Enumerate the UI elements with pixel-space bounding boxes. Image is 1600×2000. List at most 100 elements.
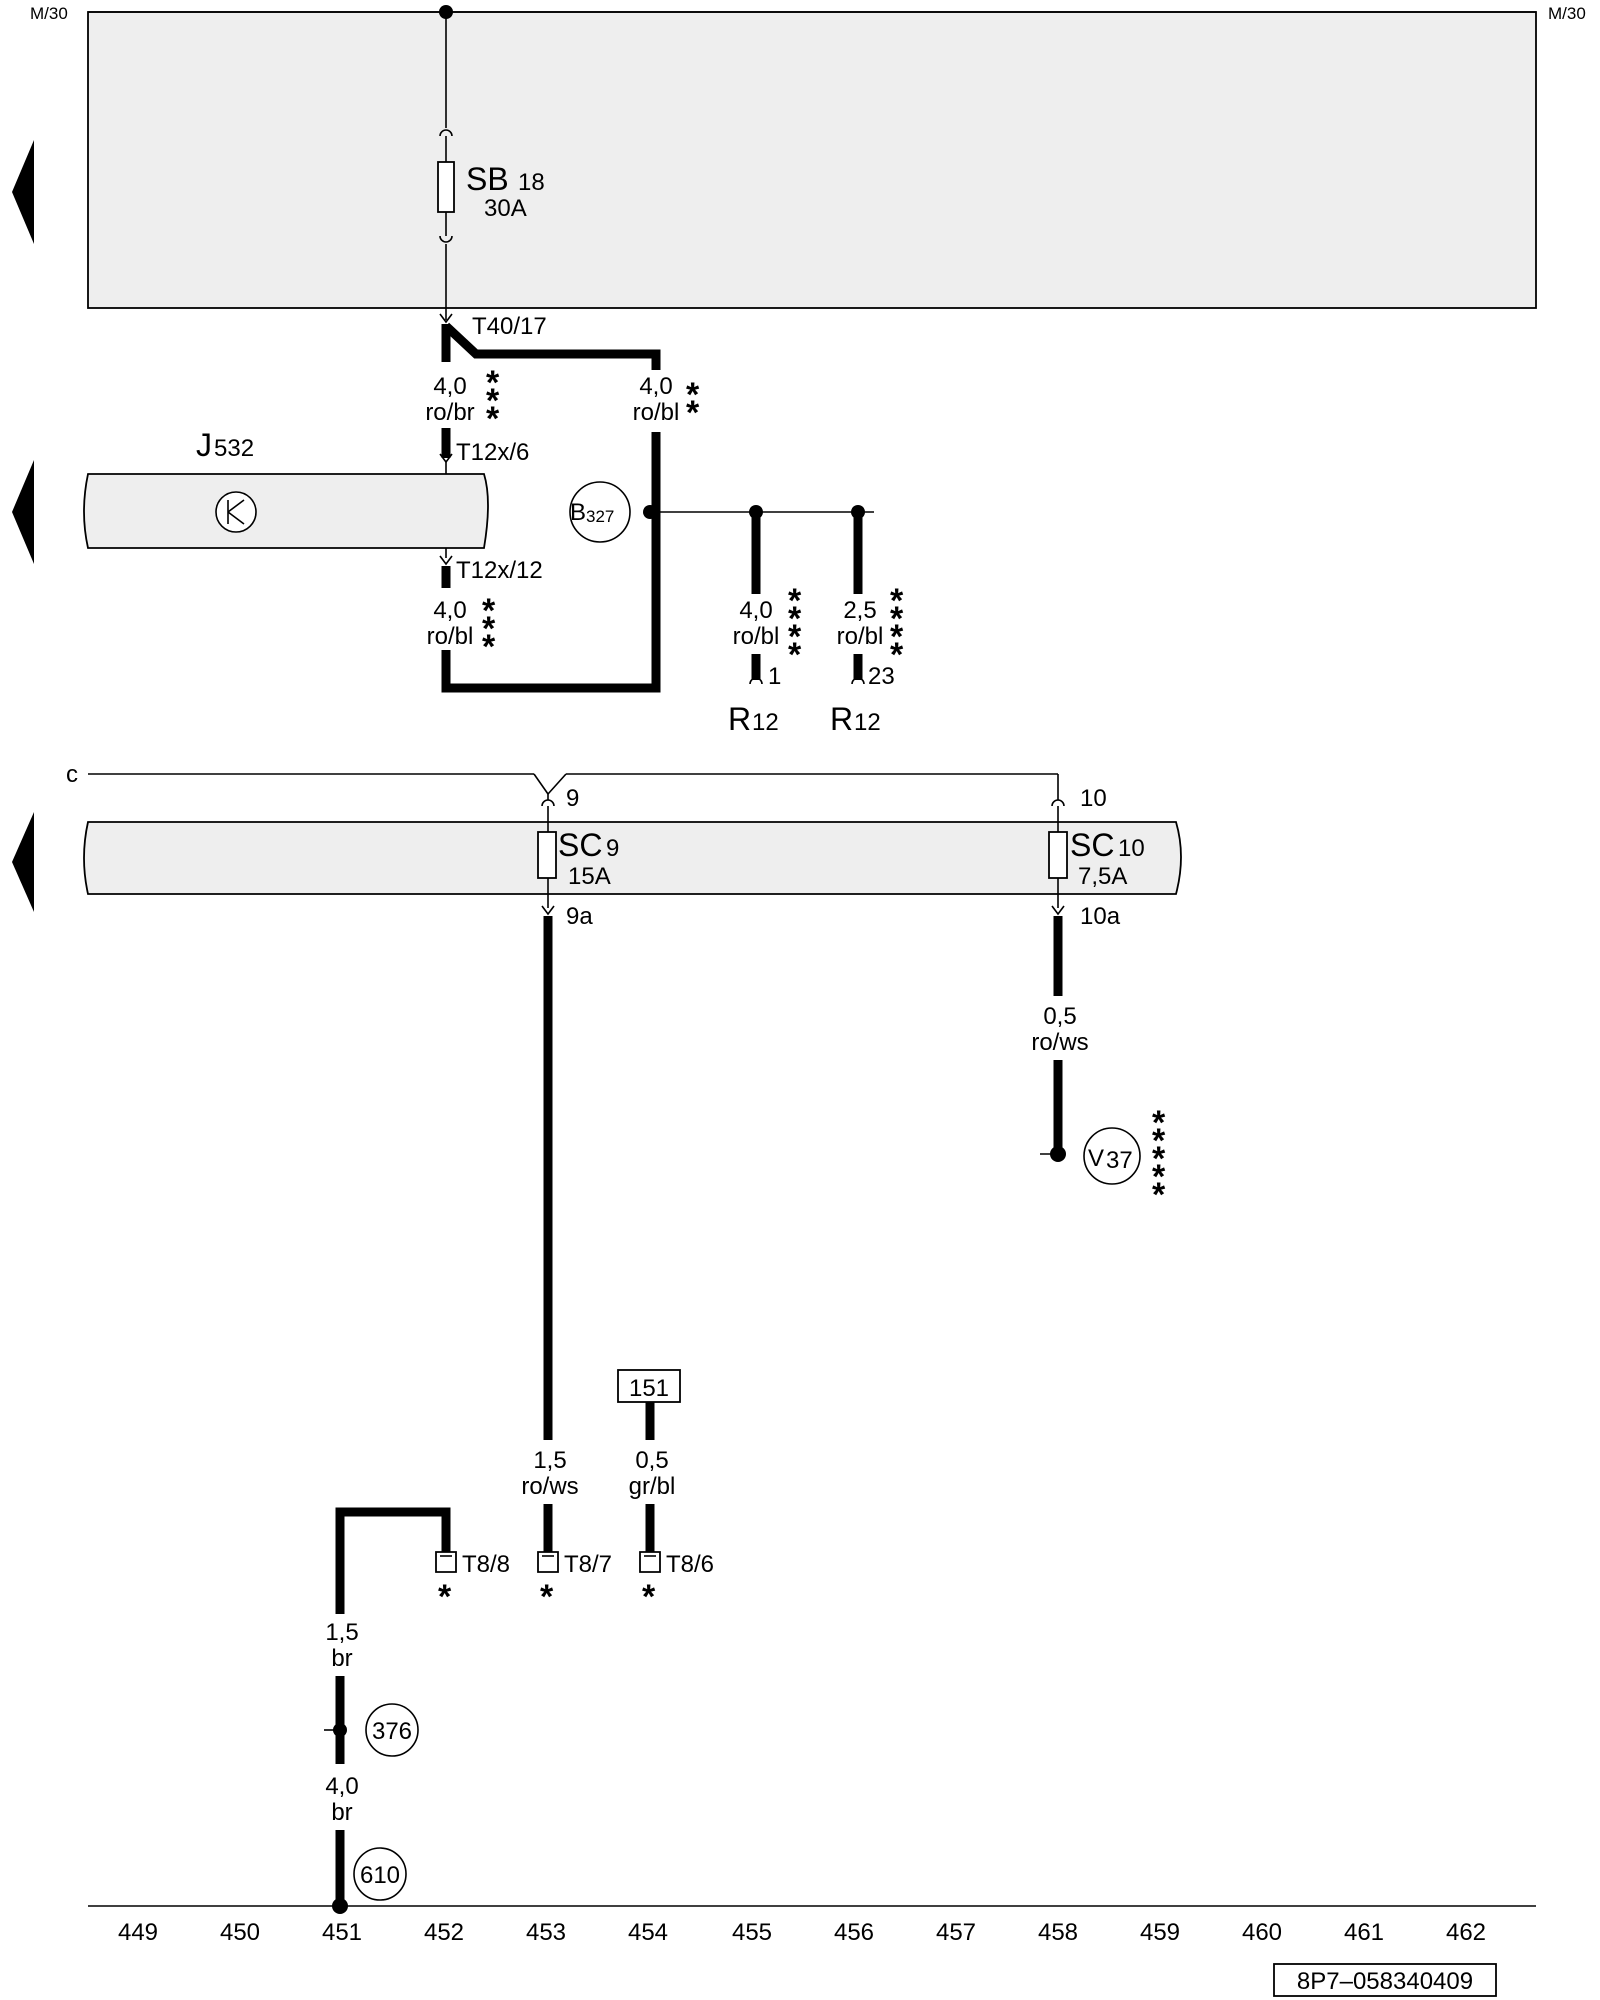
axis-number: 455	[732, 1919, 772, 1946]
r12b-num: 12	[854, 709, 881, 736]
fuse-sb18	[437, 161, 455, 213]
line-c-label: c	[66, 761, 78, 788]
connector-pin	[439, 313, 453, 324]
connector-t12x-6: T12x/6	[456, 439, 529, 466]
connector-t8-8: T8/8	[462, 1551, 510, 1578]
b327-num: 327	[586, 507, 614, 526]
sc10-rating: 7,5A	[1078, 863, 1127, 890]
transistor-icon	[215, 491, 257, 533]
asterisk-icon: *	[1152, 1104, 1166, 1142]
asterisk-icon: *	[482, 592, 496, 630]
fuse-sc9	[537, 831, 557, 879]
fuse-carrier-sc	[83, 821, 1182, 895]
asterisk-icon: *	[1152, 1140, 1166, 1178]
asterisk-icon: *	[1152, 1158, 1166, 1196]
asterisk-icon: *	[788, 618, 802, 656]
wire-w4-size: 4,0	[739, 597, 772, 624]
rail-label-left: M/30	[30, 4, 68, 23]
r12a-num: 12	[752, 709, 779, 736]
pin-arc	[851, 677, 865, 685]
axis-number: 449	[118, 1919, 158, 1946]
axis-number: 460	[1242, 1919, 1282, 1946]
wire-w1-color: ro/br	[425, 399, 474, 426]
sc10-num: 10	[1118, 835, 1145, 862]
connector-t8-8-housing	[435, 1551, 457, 1573]
asterisk-icon: *	[642, 1578, 656, 1616]
rail-label-right: M/30	[1548, 4, 1586, 23]
connector-t8-7-housing	[537, 1551, 559, 1573]
fuse-sc10	[1048, 831, 1068, 879]
wire-w8-color: gr/bl	[629, 1473, 676, 1500]
v37-num: 37	[1106, 1147, 1133, 1174]
line-c	[533, 773, 549, 795]
axis-number: 450	[220, 1919, 260, 1946]
pin-arc	[439, 235, 453, 243]
wire-w1-size: 4,0	[433, 373, 466, 400]
asterisk-icon: *	[486, 364, 500, 402]
axis-number: 453	[526, 1919, 566, 1946]
doc-id-box	[1273, 1963, 1497, 1997]
connector-t8-7: T8/7	[564, 1551, 612, 1578]
wire-w3-size: 4,0	[433, 597, 466, 624]
wire-w10-color: br	[331, 1799, 352, 1826]
wire-w2-upper	[442, 322, 661, 370]
connector-pin	[1051, 905, 1065, 916]
asterisk-icon: *	[788, 636, 802, 674]
transistor-icon-leg	[227, 499, 245, 513]
sc9-num: 9	[606, 835, 619, 862]
axis-numbers: 449 450 451 452 453 454 455 456 457 458 …	[118, 1919, 1486, 1946]
doc-id: 8P7–058340409	[1297, 1968, 1473, 1995]
connector-pin	[439, 555, 453, 566]
ref-box-151	[617, 1369, 681, 1403]
asterisk-icon: *	[438, 1578, 452, 1616]
ground-point-610-label: 610	[360, 1862, 400, 1889]
asterisk-icon: *	[890, 636, 904, 674]
axis-number: 456	[834, 1919, 874, 1946]
v37-name: V	[1088, 1145, 1104, 1172]
sc9-pin-out: 9a	[566, 903, 593, 930]
wire-w3-color: ro/bl	[427, 623, 474, 650]
wire-w7-size: 1,5	[533, 1447, 566, 1474]
r12a-name: R	[728, 701, 751, 737]
asterisk-icon: *	[486, 400, 500, 438]
wire-w9-color: br	[331, 1645, 352, 1672]
pin-arc	[1051, 799, 1065, 807]
wire-w2-color: ro/bl	[633, 399, 680, 426]
axis-number: 458	[1038, 1919, 1078, 1946]
b327-name: B	[570, 499, 586, 526]
line-c	[547, 773, 567, 795]
ground-point-376-label: 376	[372, 1718, 412, 1745]
sc10-name: SC	[1070, 827, 1114, 863]
fuse-sb18-rating: 30A	[484, 195, 527, 222]
asterisk-icon: *	[686, 376, 700, 414]
connector-pin	[541, 905, 555, 916]
axis-number: 454	[628, 1919, 668, 1946]
axis-number: 462	[1446, 1919, 1486, 1946]
j532-name: J	[196, 427, 212, 463]
wire-w5-color: ro/bl	[837, 623, 884, 650]
control-unit-j532	[83, 473, 489, 549]
axis-number: 451	[322, 1919, 362, 1946]
asterisk-icon: *	[788, 582, 802, 620]
pin-arc	[541, 799, 555, 807]
fuse-sb18-num: 18	[518, 169, 545, 196]
connector-t8-6-housing	[639, 1551, 661, 1573]
fuse-sb18-name: SB	[466, 161, 509, 197]
connector-t12x-12: T12x/12	[456, 557, 543, 584]
ground-point-610	[353, 1847, 407, 1901]
sc9-pin-in: 9	[566, 785, 579, 812]
r12b-pin: 23	[868, 663, 895, 690]
j532-num: 532	[214, 435, 254, 462]
pin-arc	[749, 677, 763, 685]
wire-w7-color: ro/ws	[521, 1473, 578, 1500]
wire-w10-size: 4,0	[325, 1773, 358, 1800]
ground-point-376	[365, 1703, 419, 1757]
wire-w8-size: 0,5	[635, 1447, 668, 1474]
connector-t40-17: T40/17	[472, 313, 547, 340]
sc10-pin-in: 10	[1080, 785, 1107, 812]
axis-number: 461	[1344, 1919, 1384, 1946]
asterisk-icon: *	[890, 582, 904, 620]
r12b-name: R	[830, 701, 853, 737]
axis-number: 459	[1140, 1919, 1180, 1946]
